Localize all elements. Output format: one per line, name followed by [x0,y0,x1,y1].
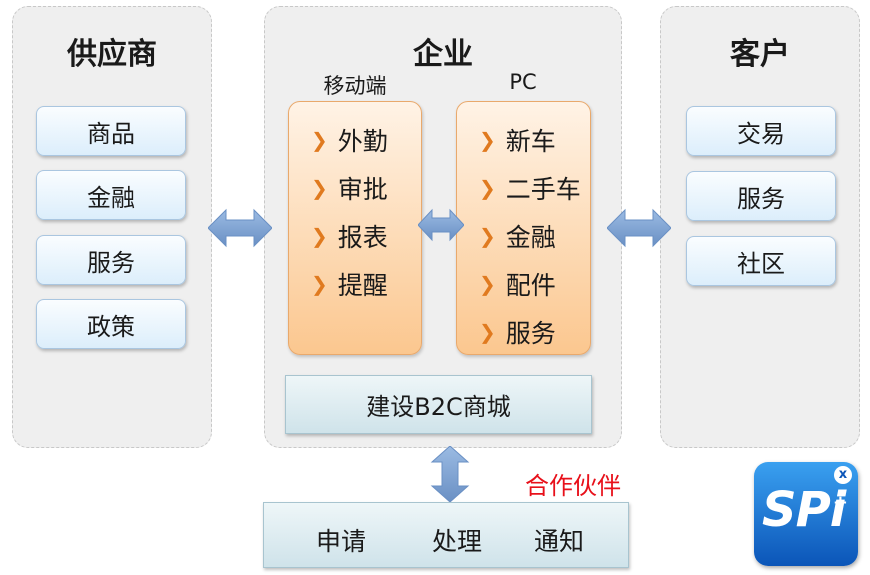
partner-item-apply[interactable]: 申请 [316,527,367,556]
mobile-item-label: 审批 [337,175,388,204]
mobile-box: ❯ 外勤 ❯ 审批 ❯ 报表 ❯ 提醒 [288,101,422,355]
list-item[interactable]: ❯ 服务 [479,308,581,356]
list-item[interactable]: ❯ 新车 [479,116,581,164]
supplier-item-goods[interactable]: 商品 [36,106,186,156]
supplier-title: 供应商 [67,37,157,72]
list-item[interactable]: ❯ 金融 [479,212,581,260]
list-item[interactable]: ❯ 提醒 [311,260,388,308]
double-arrow-icon [208,208,272,248]
customer-panel: 客户 [660,6,860,448]
spi-logo: x SPi + [754,462,858,566]
chevron-right-icon: ❯ [311,176,328,200]
partner-box [263,502,629,568]
double-arrow-icon [418,208,464,242]
chevron-right-icon: ❯ [479,176,496,200]
pc-list: ❯ 新车 ❯ 二手车 ❯ 金融 ❯ 配件 ❯ 服务 [479,116,581,356]
partner-item-process[interactable]: 处理 [432,527,483,556]
mobile-item-label: 报表 [337,223,388,252]
pc-item-label: 新车 [505,127,556,156]
supplier-item-finance[interactable]: 金融 [36,170,186,220]
chevron-right-icon: ❯ [479,224,496,248]
chevron-right-icon: ❯ [311,272,328,296]
chevron-right-icon: ❯ [311,224,328,248]
customer-item-service[interactable]: 服务 [686,171,836,221]
list-item[interactable]: ❯ 配件 [479,260,581,308]
supplier-item-policy[interactable]: 政策 [36,299,186,349]
partner-label: 合作伙伴 [525,472,621,500]
pc-item-label: 二手车 [505,175,581,204]
logo-badge: x [834,466,852,484]
double-arrow-icon [607,208,671,248]
pc-box: ❯ 新车 ❯ 二手车 ❯ 金融 ❯ 配件 ❯ 服务 [456,101,591,355]
chevron-right-icon: ❯ [479,272,496,296]
partner-item-notify[interactable]: 通知 [534,527,585,556]
mobile-item-label: 提醒 [337,271,388,300]
customer-title: 客户 [730,37,790,72]
enterprise-title: 企业 [413,37,473,72]
supplier-panel: 供应商 [12,6,212,448]
chevron-right-icon: ❯ [311,128,328,152]
list-item[interactable]: ❯ 外勤 [311,116,388,164]
supplier-item-service[interactable]: 服务 [36,235,186,285]
mobile-item-label: 外勤 [337,127,388,156]
list-item[interactable]: ❯ 审批 [311,164,388,212]
mobile-label: 移动端 [323,74,387,98]
logo-text: SPi [762,482,846,538]
logo-plus: + [832,492,848,513]
pc-item-label: 金融 [505,223,556,252]
pc-label: PC [509,70,537,94]
mobile-list: ❯ 外勤 ❯ 审批 ❯ 报表 ❯ 提醒 [311,116,388,308]
list-item[interactable]: ❯ 二手车 [479,164,581,212]
chevron-right-icon: ❯ [479,320,496,344]
customer-item-community[interactable]: 社区 [686,236,836,286]
b2c-mall-box[interactable]: 建设B2C商城 [285,375,592,434]
vertical-double-arrow-icon [430,446,470,502]
pc-item-label: 服务 [505,319,556,348]
customer-item-trade[interactable]: 交易 [686,106,836,156]
chevron-right-icon: ❯ [479,128,496,152]
pc-item-label: 配件 [505,271,556,300]
list-item[interactable]: ❯ 报表 [311,212,388,260]
